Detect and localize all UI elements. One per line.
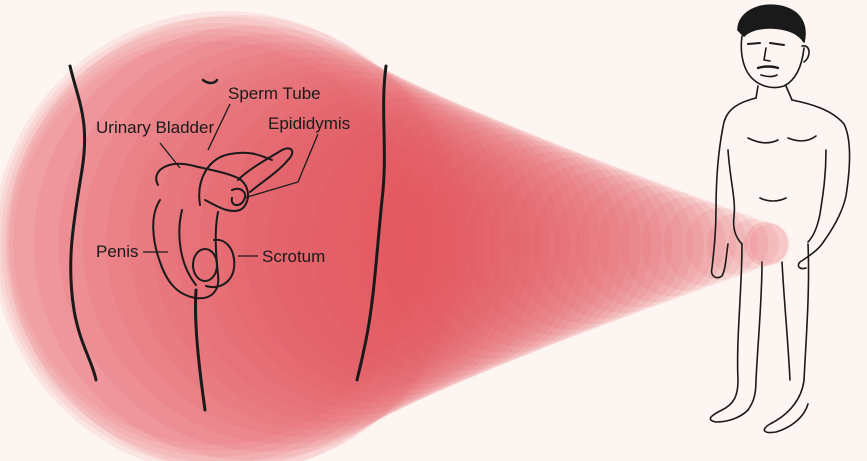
focus-area [744, 222, 788, 266]
label-penis: Penis [96, 242, 139, 261]
label-urinary-bladder: Urinary Bladder [96, 118, 214, 137]
label-scrotum: Scrotum [262, 247, 325, 266]
label-sperm-tube: Sperm Tube [228, 84, 321, 103]
label-epididymis: Epididymis [268, 114, 350, 133]
